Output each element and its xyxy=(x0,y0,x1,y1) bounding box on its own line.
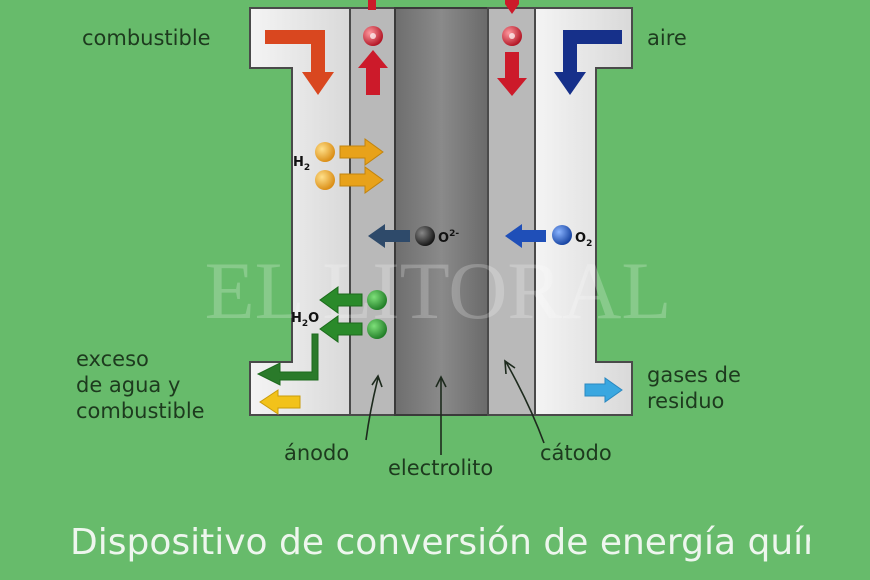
air-inlet-arrow xyxy=(554,30,622,95)
h2-label: H2 xyxy=(293,155,310,173)
anode-up-arrow xyxy=(358,50,388,95)
h2o-label: H2O xyxy=(291,311,319,329)
fuel-exhaust-arrow xyxy=(259,389,301,415)
o2-ion-label: O2- xyxy=(438,229,459,246)
water-exhaust-arrow xyxy=(256,333,319,386)
cathode-label: cátodo xyxy=(540,441,612,465)
water-arrow-1 xyxy=(319,286,363,314)
water-atom-1 xyxy=(367,290,387,310)
anode-top-arrow-stem xyxy=(368,0,376,10)
fuel-label: combustible xyxy=(82,26,211,50)
oxygen-arrow xyxy=(505,224,546,248)
gas-exhaust-arrow xyxy=(584,377,623,403)
oxygen-ion-arrow xyxy=(368,224,410,248)
fuel-inlet-arrow xyxy=(265,30,334,95)
water-atom-2 xyxy=(367,319,387,339)
electrolyte-label: electrolito xyxy=(388,456,494,480)
electrolyte-pointer xyxy=(435,375,447,455)
anode-pointer xyxy=(365,374,383,441)
water-arrow-2 xyxy=(319,315,363,343)
hydrogen-atom-1 xyxy=(315,142,335,162)
anode-flow-chamber xyxy=(249,7,351,416)
cathode-pointer xyxy=(504,359,545,444)
electrolyte-layer xyxy=(394,7,489,416)
cathode-down-arrow xyxy=(497,52,527,96)
oxygen-ion xyxy=(415,226,435,246)
o2-label: O2 xyxy=(575,231,592,249)
air-label: aire xyxy=(647,26,687,50)
hydrogen-arrow-2 xyxy=(339,166,384,194)
watermark: EL LITORAL xyxy=(205,245,672,336)
hydrogen-atom-2 xyxy=(315,170,335,190)
excess-water-fuel-label: exceso de agua y combustible xyxy=(76,347,205,423)
hydrogen-arrow-1 xyxy=(339,138,384,166)
anode-label: ánodo xyxy=(284,441,350,465)
cathode-flow-chamber xyxy=(534,7,633,416)
cathode-top-arrow xyxy=(505,0,519,14)
oxygen-molecule xyxy=(552,225,572,245)
exhaust-gas-label: gases de residuo xyxy=(647,363,741,413)
caption: Dispositivo de conversión de energía quí… xyxy=(70,522,810,563)
